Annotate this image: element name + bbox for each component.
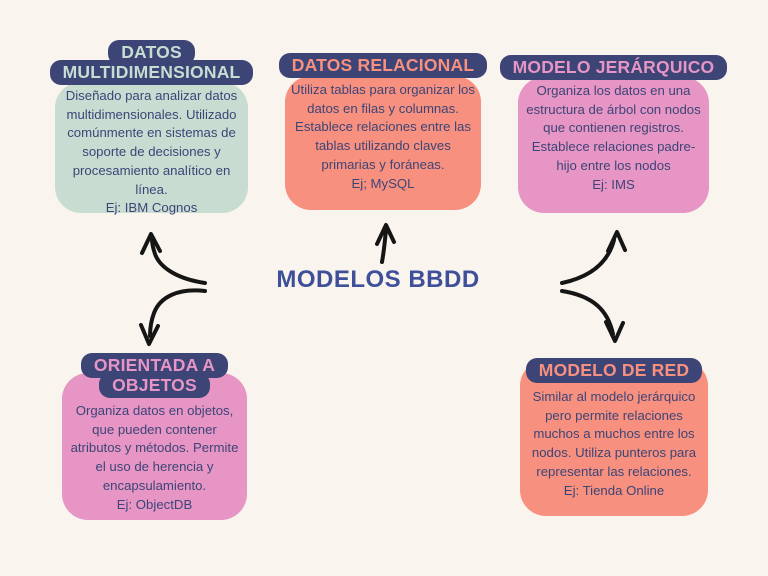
node-example: Ej: IMS bbox=[592, 176, 635, 192]
node-title-badge: DATOS MULTIDIMENSIONAL bbox=[49, 40, 254, 85]
arrow-to-modelo-de-red bbox=[560, 289, 615, 336]
node-title-badge: DATOS RELACIONAL bbox=[278, 53, 488, 78]
node-body: Diseñado para analizar datos multidimens… bbox=[55, 82, 248, 215]
node-description: Utiliza tablas para organizar los datos … bbox=[291, 82, 475, 172]
arrowhead-up-right-icon bbox=[606, 230, 627, 253]
arrowhead-down-left-icon bbox=[139, 323, 160, 346]
node-title-badge: MODELO DE RED bbox=[525, 358, 703, 383]
arrow-to-datos-relacional bbox=[380, 228, 388, 264]
node-description: Organiza los datos en una estructura de … bbox=[526, 83, 701, 173]
node-title-line: MODELO JERÁRQUICO bbox=[499, 55, 728, 80]
node-title-line: OBJETOS bbox=[99, 373, 210, 398]
node-body: Similar al modelo jerárquico pero permit… bbox=[520, 360, 708, 516]
arrow-to-modelo-jerarquico bbox=[560, 238, 616, 285]
node-description: Organiza datos en objetos, que pueden co… bbox=[70, 403, 239, 493]
arrowhead-up-center-icon bbox=[375, 223, 396, 246]
node-title-line: DATOS RELACIONAL bbox=[278, 53, 488, 78]
node-example: Ej: IBM Cognos bbox=[105, 200, 198, 216]
arrow-to-orientada-a-objetos bbox=[148, 288, 207, 338]
node-datos-multidimensional: DATOS MULTIDIMENSIONAL Diseñado para ana… bbox=[49, 40, 254, 215]
node-title-badge: MODELO JERÁRQUICO bbox=[499, 55, 728, 80]
node-modelo-jerarquico: MODELO JERÁRQUICO Organiza los datos en … bbox=[499, 55, 728, 213]
node-body: Organiza los datos en una estructura de … bbox=[518, 77, 709, 213]
diagram-title: MODELOS BBDD bbox=[276, 266, 480, 293]
node-example: Ej: ObjectDB bbox=[116, 496, 193, 512]
arrowhead-up-left-icon bbox=[140, 232, 162, 255]
node-body: Utiliza tablas para organizar los datos … bbox=[285, 76, 481, 210]
node-title-line: MODELO DE RED bbox=[525, 358, 703, 383]
node-example: Ej; MySQL bbox=[351, 175, 415, 191]
node-modelo-de-red: MODELO DE RED Similar al modelo jerárqui… bbox=[520, 358, 708, 516]
arrowhead-down-right-icon bbox=[604, 320, 625, 343]
node-body: Organiza datos en objetos, que pueden co… bbox=[62, 373, 247, 520]
node-orientada-a-objetos: ORIENTADA A OBJETOS Organiza datos en ob… bbox=[62, 353, 247, 520]
node-description: Similar al modelo jerárquico pero permit… bbox=[531, 389, 697, 479]
node-datos-relacional: DATOS RELACIONAL Utiliza tablas para org… bbox=[278, 53, 488, 210]
node-title-badge: ORIENTADA A OBJETOS bbox=[80, 353, 229, 398]
node-description: Diseñado para analizar datos multidimens… bbox=[65, 88, 238, 197]
node-example: Ej: Tienda Online bbox=[563, 482, 665, 498]
node-title-line: MULTIDIMENSIONAL bbox=[49, 60, 254, 85]
arrow-to-datos-multidimensional bbox=[150, 237, 207, 285]
